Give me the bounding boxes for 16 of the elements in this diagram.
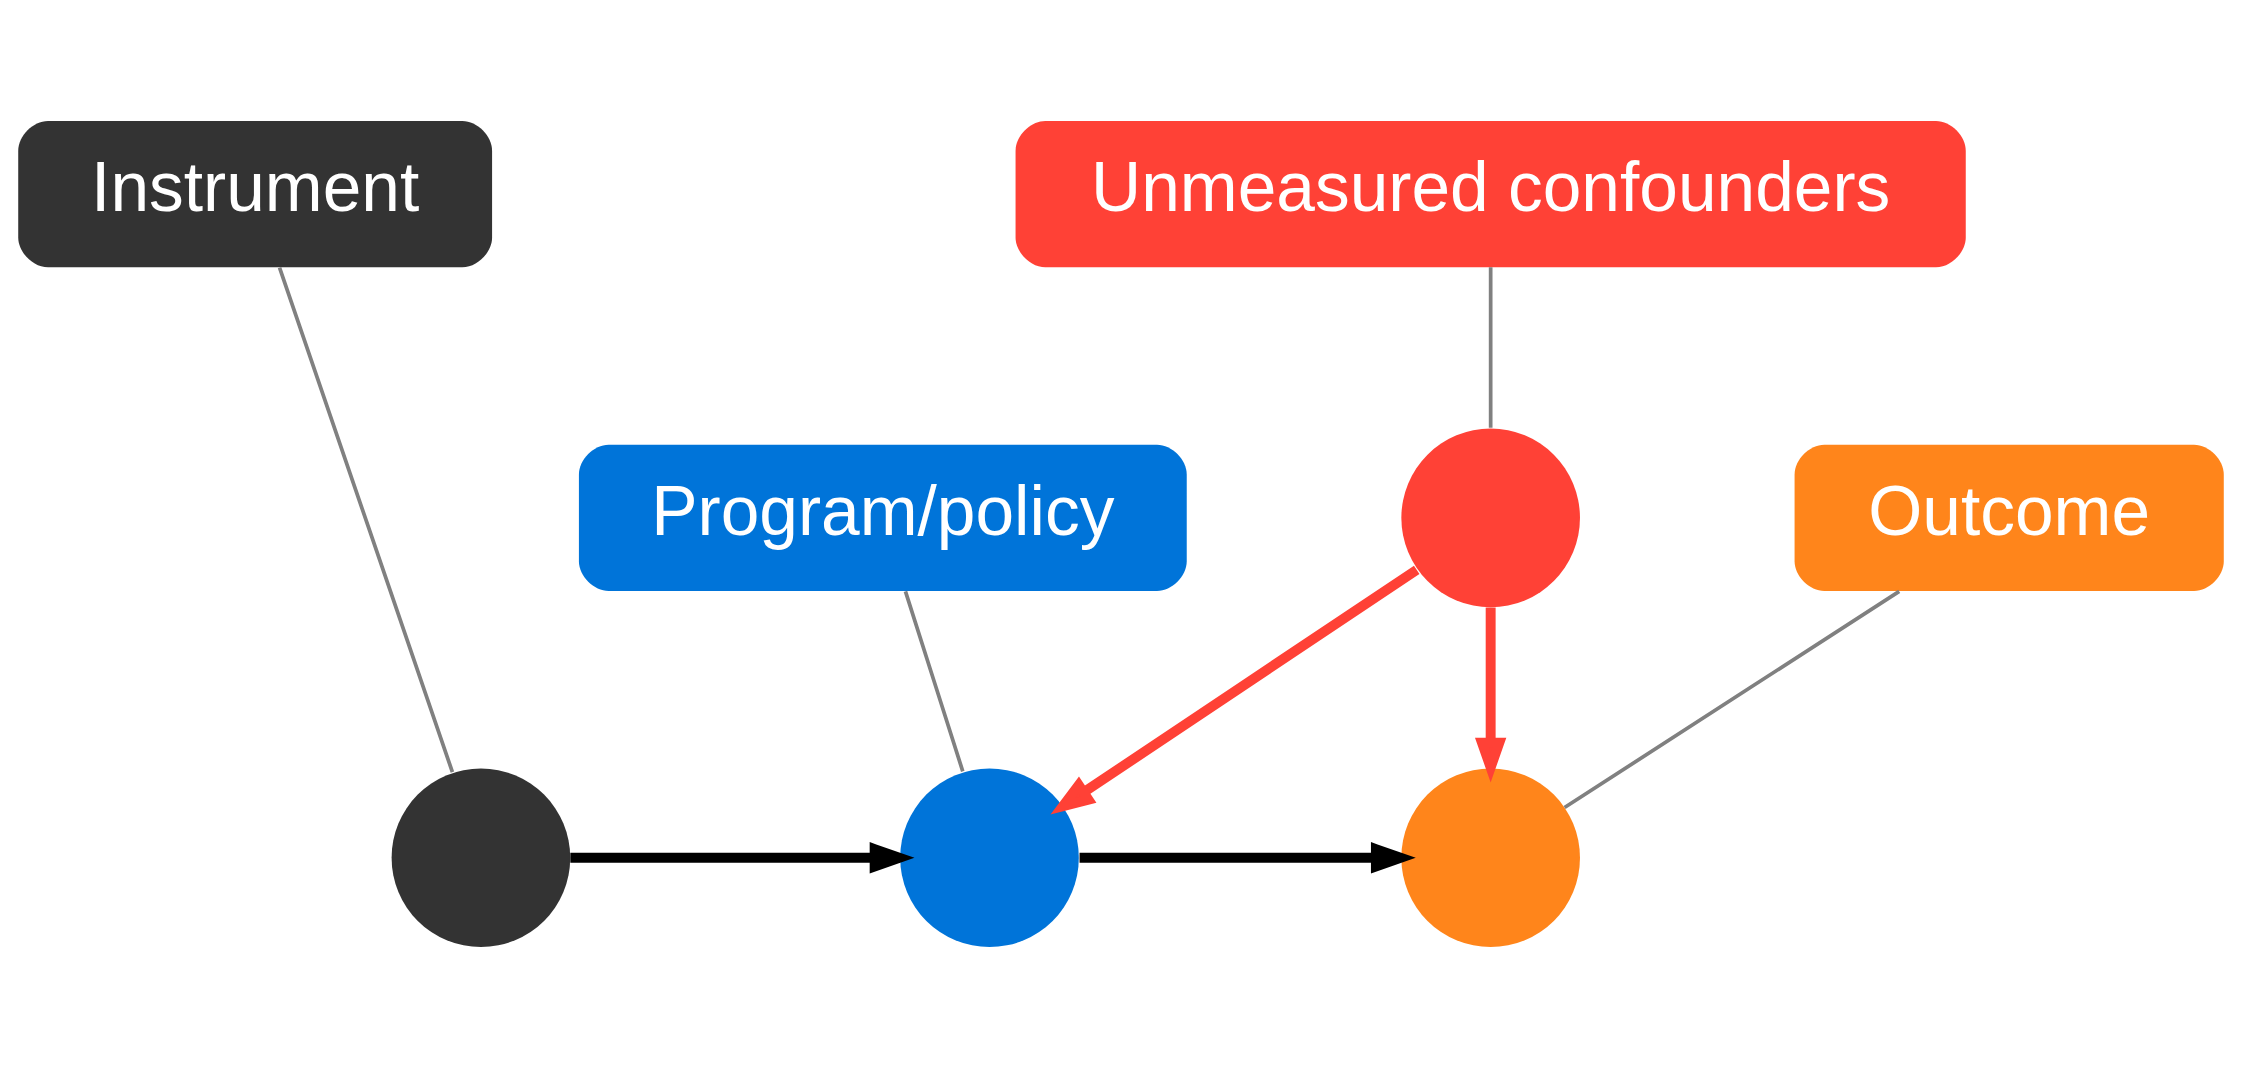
arrow [1079,841,1416,873]
arrow [570,841,915,873]
node-box: Program/policy [578,444,1187,591]
node-box: Outcome [1794,444,2224,591]
connector [1563,589,1901,809]
node-circle [900,767,1079,947]
node-circle [1401,767,1580,947]
connector [277,266,455,773]
node-box: Unmeasured confounders [1015,120,1966,267]
node-circle [1401,428,1580,607]
connector [903,590,965,772]
arrow [1475,607,1507,782]
arrow [1050,565,1420,815]
node-box: Instrument [18,120,493,267]
connector [1488,266,1493,428]
node-circle [391,767,571,947]
